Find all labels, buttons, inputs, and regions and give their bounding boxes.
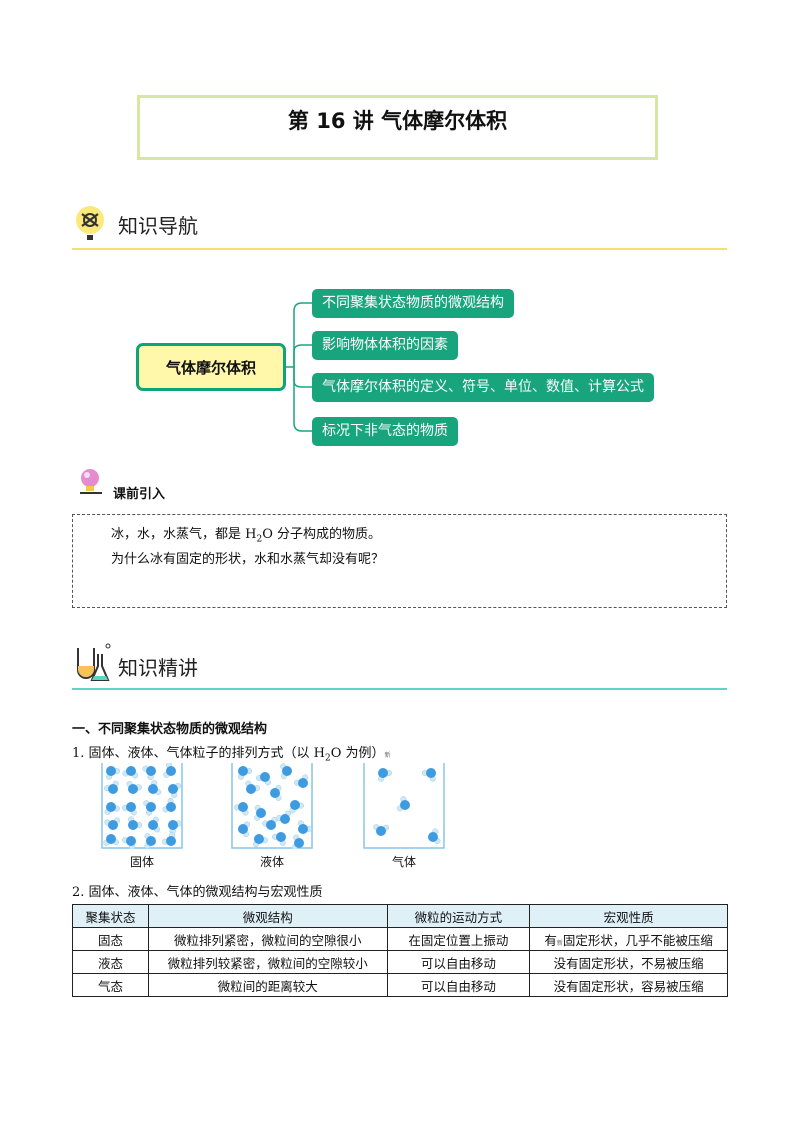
water-molecule — [144, 833, 156, 849]
knowledge-explain-header: 知识精讲 — [72, 640, 727, 690]
table-cell: 微粒排列紧密，微粒间的空隙很小 — [147, 927, 388, 951]
solid-caption: 固体 — [129, 855, 154, 869]
table-row: 液态 微粒排列较紧密，微粒间的空隙较小 可以自由移动 没有固定形状，不易被压缩 — [72, 950, 728, 974]
water-molecule — [122, 802, 137, 816]
water-molecule — [143, 800, 156, 816]
table-cell: 可以自由移动 — [386, 973, 531, 997]
nav-section-label: 知识导航 — [118, 214, 198, 238]
water-molecule — [233, 802, 249, 816]
water-molecule — [104, 817, 121, 830]
table-cell: 有新固定形状，几乎不能被压缩 — [529, 927, 728, 951]
water-molecule — [162, 797, 176, 813]
water-molecule — [270, 785, 282, 801]
water-molecule — [126, 781, 142, 794]
section-1-item-2: 2. 固体、液体、气体的微观结构与宏观性质 — [72, 885, 323, 900]
teal-divider — [72, 688, 727, 690]
table-header: 微观结构 — [147, 904, 388, 928]
water-molecule — [373, 824, 390, 836]
page-title: 第 16 讲 气体摩尔体积 — [287, 109, 508, 133]
water-molecule — [297, 820, 313, 834]
water-molecule — [252, 834, 268, 848]
mindmap-branch-1: 不同聚集状态物质的微观结构 — [312, 289, 514, 318]
water-molecule — [289, 800, 305, 814]
explain-section-label: 知识精讲 — [118, 656, 198, 680]
table-header: 宏观性质 — [529, 904, 728, 928]
water-molecule — [245, 780, 261, 794]
table-cell: 没有固定形状，容易被压缩 — [529, 973, 728, 997]
water-molecule — [163, 762, 176, 778]
water-molecule — [168, 782, 182, 798]
water-molecule — [428, 828, 441, 844]
liquid-caption: 液体 — [259, 855, 284, 869]
water-molecule — [122, 766, 139, 779]
solid-particles — [101, 762, 183, 850]
water-molecule — [262, 816, 278, 830]
water-molecule — [291, 834, 304, 851]
intro-line-1: 冰，水，水蒸气，都是 H2O 分子构成的物质。 — [111, 527, 382, 545]
table-cell: 气态 — [72, 973, 149, 997]
table-header: 聚集状态 — [72, 904, 149, 928]
properties-table: 聚集状态 微观结构 微粒的运动方式 宏观性质 固态 微粒排列紧密，微粒间的空隙很… — [72, 904, 728, 997]
water-molecule — [104, 802, 120, 815]
table-cell: 微粒排列较紧密，微粒间的空隙较小 — [147, 950, 388, 974]
yellow-divider — [72, 248, 727, 250]
water-molecule — [142, 765, 156, 781]
lightbulb-icon — [76, 467, 106, 497]
table-cell: 没有固定形状，不易被压缩 — [529, 950, 728, 974]
water-molecule — [104, 780, 119, 794]
water-molecule — [293, 774, 309, 788]
water-molecule — [254, 804, 266, 821]
section-1-heading: 一、不同聚集状态物质的微观结构 — [72, 722, 268, 737]
mindmap-connectors — [286, 302, 312, 432]
mindmap-root: 气体摩尔体积 — [136, 343, 286, 391]
table-cell: 在固定位置上振动 — [386, 927, 531, 951]
water-molecule — [238, 766, 253, 780]
water-molecule — [378, 768, 393, 782]
intro-line-2: 为什么冰有固定的形状，水和水蒸气却没有呢？ — [111, 552, 385, 567]
water-molecule — [276, 810, 291, 824]
gas-particles — [363, 763, 445, 849]
mindmap-branch-4: 标况下非气态的物质 — [312, 417, 458, 446]
flask-icon — [72, 640, 112, 684]
section-1-item-1: 1. 固体、液体、气体粒子的排列方式（以 H2O 为例）新 — [72, 746, 391, 764]
navigation-icon — [72, 200, 112, 244]
water-molecule — [122, 836, 136, 850]
water-molecule — [421, 768, 436, 782]
water-molecule — [238, 821, 250, 838]
knowledge-nav-header: 知识导航 — [72, 200, 727, 250]
liquid-particles — [231, 763, 313, 851]
water-molecule — [161, 832, 176, 846]
table-cell: 微粒间的距离较大 — [147, 973, 388, 997]
water-molecule — [148, 780, 162, 796]
water-molecule — [271, 832, 286, 846]
title-box: 第 16 讲 气体摩尔体积 — [137, 95, 658, 160]
water-molecule — [103, 834, 120, 846]
water-molecule — [106, 766, 121, 780]
water-molecule — [280, 763, 292, 780]
table-cell: 可以自由移动 — [386, 950, 531, 974]
water-molecule — [168, 820, 182, 835]
table-row: 固态 微粒排列紧密，微粒间的空隙很小 在固定位置上振动 有新固定形状，几乎不能被… — [72, 927, 728, 951]
mindmap-branch-2: 影响物体体积的因素 — [312, 331, 458, 360]
intro-label: 课前引入 — [113, 487, 166, 502]
water-molecule — [148, 816, 161, 833]
table-header-row: 聚集状态 微观结构 微粒的运动方式 宏观性质 — [72, 904, 728, 928]
table-header: 微粒的运动方式 — [386, 904, 531, 928]
water-molecule — [127, 816, 143, 830]
water-molecule — [396, 796, 410, 812]
table-row: 气态 微粒间的距离较大 可以自由移动 没有固定形状，容易被压缩 — [72, 973, 728, 997]
water-molecule — [256, 772, 271, 786]
mindmap-branch-3: 气体摩尔体积的定义、符号、单位、数值、计算公式 — [312, 373, 654, 402]
table-cell: 固态 — [72, 927, 149, 951]
intro-box: 冰，水，水蒸气，都是 H2O 分子构成的物质。 为什么冰有固定的形状，水和水蒸气… — [72, 514, 727, 608]
gas-caption: 气体 — [391, 855, 416, 869]
mindmap-root-label: 气体摩尔体积 — [165, 358, 256, 377]
table-cell: 液态 — [72, 950, 149, 974]
